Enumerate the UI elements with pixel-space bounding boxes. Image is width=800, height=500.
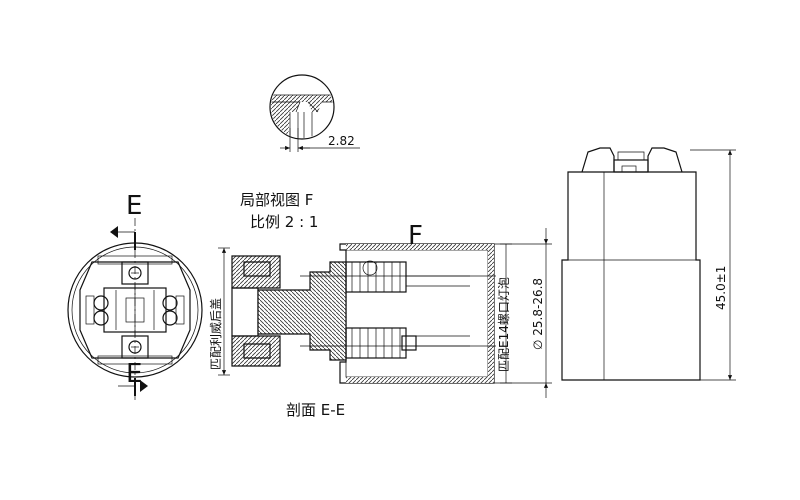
dim-height: 45.0±1 xyxy=(714,266,728,310)
dim-diameter: ∅ 25.8-26.8 xyxy=(531,278,545,350)
detail-view-f: 2.82 xyxy=(269,74,360,152)
detail-title: 局部视图 F xyxy=(240,191,313,209)
right-vertical-note: 匹配E14螺口灯泡 xyxy=(497,277,511,372)
left-vertical-note: 匹配利威后盖 xyxy=(209,298,223,370)
thread-upper xyxy=(345,260,470,293)
section-marker-top: E xyxy=(126,191,142,221)
side-view: 45.0±1 xyxy=(561,147,736,381)
section-view-e-e: 局部视图 F 比例 2 : 1 F 剖面 E-E 匹配利威后盖 xyxy=(209,191,552,419)
front-view: E E xyxy=(67,191,203,400)
dim-thickness: 2.82 xyxy=(328,134,355,148)
thread-lower xyxy=(345,327,470,359)
section-marker-bottom: E xyxy=(126,359,142,389)
detail-scale: 比例 2 : 1 xyxy=(250,213,318,231)
section-title: 剖面 E-E xyxy=(286,401,345,419)
